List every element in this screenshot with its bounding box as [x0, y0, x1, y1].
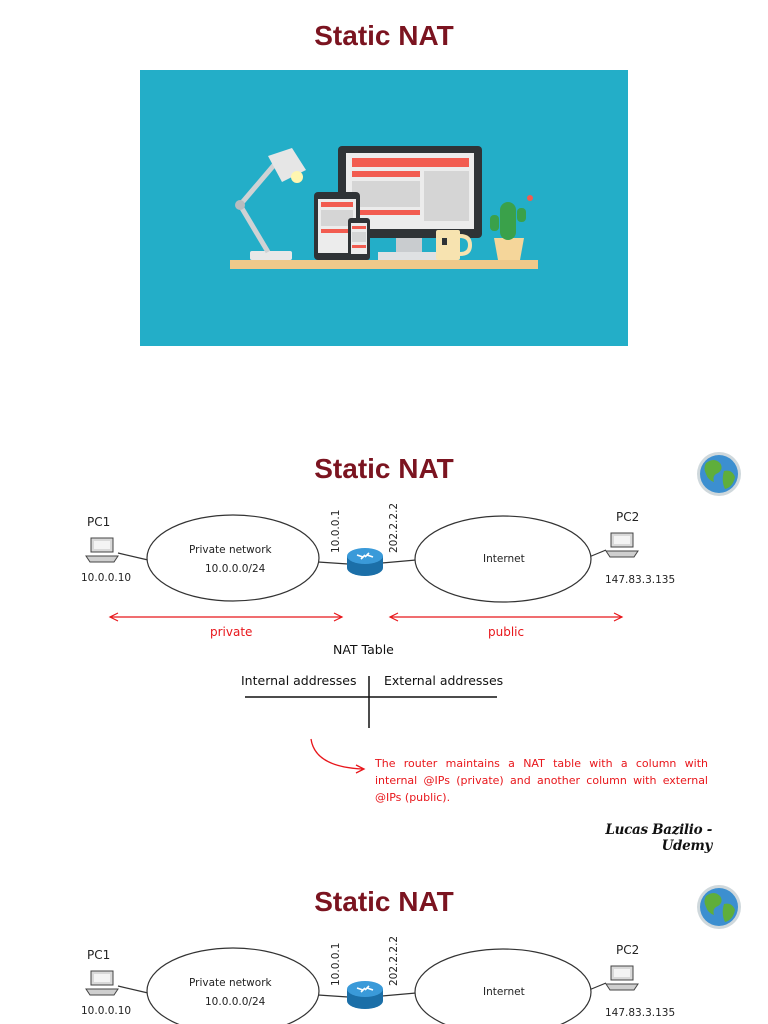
globe-icon [696, 884, 742, 930]
note-pointer-arrow [310, 738, 366, 774]
public-label: public [488, 625, 525, 639]
pc2-ip: 147.83.3.135 [605, 574, 676, 586]
pc1-computer-icon [85, 970, 119, 996]
pc1-name: PC1 [87, 948, 111, 962]
router-icon [347, 548, 383, 576]
nat-col-external: External addresses [384, 673, 504, 688]
nat-col-internal: Internal addresses [241, 673, 357, 688]
author-signature: Lucas Bazilio - Udemy [605, 822, 712, 854]
tablet-icon [314, 192, 360, 260]
pc2-name: PC2 [616, 943, 640, 957]
private-network-subnet: 10.0.0.0/24 [205, 996, 266, 1008]
slide1-title: Static NAT [314, 20, 454, 51]
pc1-name: PC1 [87, 515, 111, 529]
desk-shelf [230, 260, 538, 269]
private-network-label: Private network [189, 544, 272, 556]
phone-icon [348, 218, 370, 260]
pc2-name: PC2 [616, 510, 640, 524]
internet-label: Internet [483, 553, 525, 565]
router-outside-ip: 202.2.2.2 [388, 935, 400, 986]
private-span-arrow [108, 612, 344, 622]
nat-note: The router maintains a NAT table with a … [375, 757, 708, 804]
router-outside-ip: 202.2.2.2 [388, 502, 400, 553]
workspace-illustration [140, 70, 628, 346]
pc2-computer-icon [605, 532, 639, 558]
private-network-label: Private network [189, 977, 272, 989]
pc2-computer-icon [605, 965, 639, 991]
pc1-computer-icon [85, 537, 119, 563]
network-diagram [85, 514, 639, 728]
slide3-title: Static NAT [314, 886, 454, 917]
internet-label: Internet [483, 986, 525, 998]
private-network-cloud [146, 514, 320, 602]
cactus-icon [490, 195, 533, 260]
mug-icon [436, 230, 473, 260]
nat-table-title: NAT Table [333, 642, 394, 657]
router-icon [347, 981, 383, 1009]
router-inside-ip: 10.0.0.1 [330, 942, 342, 986]
globe-icon [696, 451, 742, 497]
private-network-subnet: 10.0.0.0/24 [205, 563, 266, 575]
network-diagram-2 [85, 947, 639, 1024]
pc1-ip: 10.0.0.10 [81, 572, 132, 584]
private-label: private [210, 625, 253, 639]
desk-lamp-icon [235, 148, 306, 260]
monitor-icon [338, 146, 482, 260]
pc1-ip: 10.0.0.10 [81, 1005, 132, 1017]
slide2-title: Static NAT [314, 453, 454, 484]
pc2-ip: 147.83.3.135 [605, 1007, 676, 1019]
router-inside-ip: 10.0.0.1 [330, 509, 342, 553]
internet-cloud [414, 515, 592, 603]
public-span-arrow [388, 612, 624, 622]
